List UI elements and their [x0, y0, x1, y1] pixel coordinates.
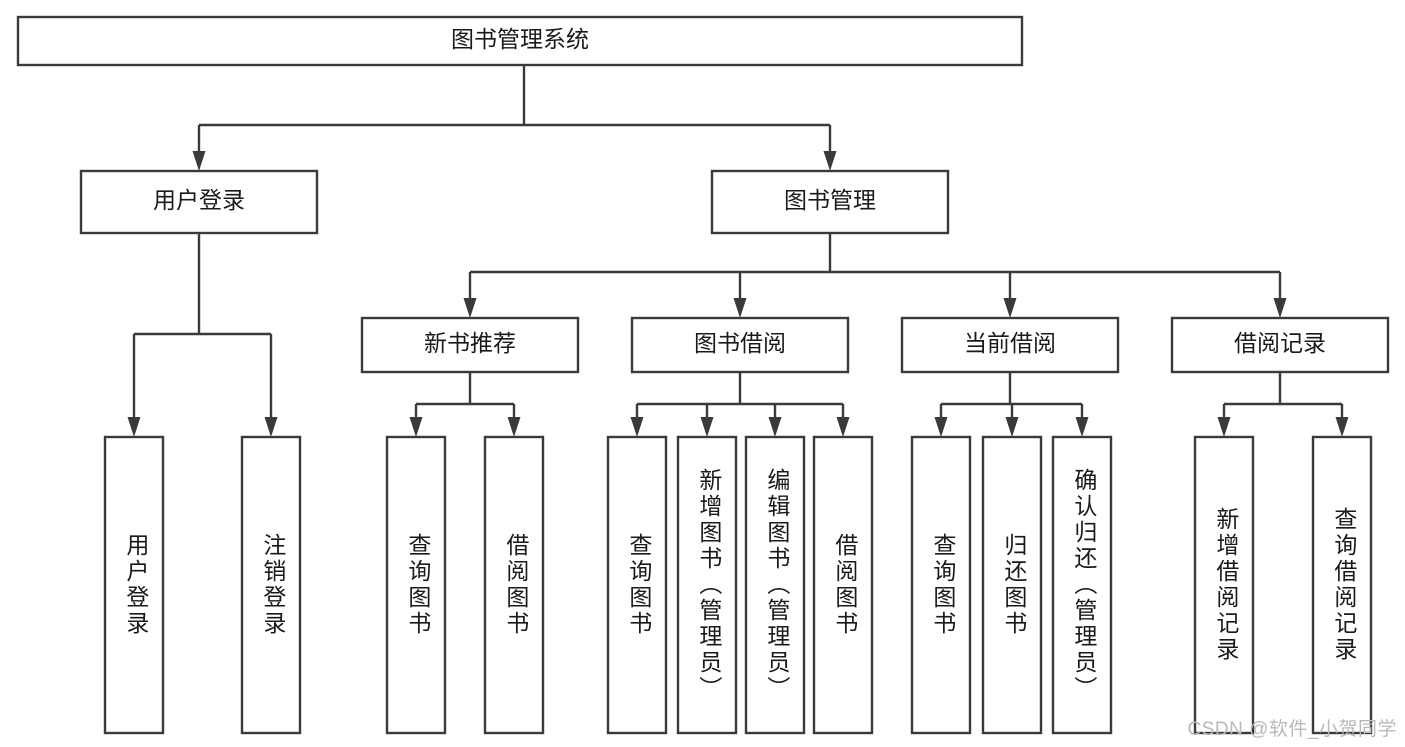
node-label-book-borrow: 图书借阅 [694, 330, 786, 356]
node-label-leaf-query-book-recommend: 查询图书 [405, 533, 432, 637]
connector-current-borrow-bus [934, 372, 1089, 437]
node-leaf-edit-book-admin[interactable]: 编辑图书（管理员） [744, 435, 806, 735]
node-leaf-borrow-book[interactable]: 借阅图书 [812, 435, 874, 735]
node-box-leaf-query-book-recommend [385, 435, 447, 735]
node-box-leaf-add-borrow-record [1193, 435, 1255, 735]
node-label-leaf-confirm-return-admin: 确认归还（管理员） [1071, 468, 1098, 702]
node-box-leaf-logout [240, 435, 302, 735]
node-box-new-book-recommend [360, 316, 580, 374]
node-label-current-borrow: 当前借阅 [964, 330, 1056, 356]
connector-borrow-record-bus [1217, 372, 1349, 437]
node-leaf-borrow-book-recommend[interactable]: 借阅图书 [483, 435, 545, 735]
node-leaf-query-borrow-record[interactable]: 查询借阅记录 [1311, 435, 1373, 735]
node-label-new-book-recommend: 新书推荐 [424, 330, 516, 356]
node-box-user-login [79, 169, 319, 235]
node-box-leaf-confirm-return-admin [1051, 435, 1113, 735]
node-label-leaf-add-book-admin: 新增图书（管理员） [696, 468, 723, 702]
connector-book-borrow-bus [630, 372, 850, 437]
node-label-leaf-borrow-book: 借阅图书 [832, 533, 859, 637]
node-box-leaf-query-book-borrow [606, 435, 668, 735]
node-leaf-confirm-return-admin[interactable]: 确认归还（管理员） [1051, 435, 1113, 735]
node-leaf-query-book-current[interactable]: 查询图书 [910, 435, 972, 735]
node-leaf-add-book-admin[interactable]: 新增图书（管理员） [676, 435, 738, 735]
node-box-leaf-query-borrow-record [1311, 435, 1373, 735]
connector-user-login-bus [127, 233, 278, 437]
node-book-management[interactable]: 图书管理 [710, 169, 950, 235]
node-book-borrow[interactable]: 图书借阅 [630, 316, 850, 374]
node-leaf-logout[interactable]: 注销登录 [240, 435, 302, 735]
node-layer: 图书管理系统用户登录图书管理新书推荐图书借阅当前借阅借阅记录用户登录注销登录查询… [16, 15, 1390, 735]
node-box-root [16, 15, 1024, 67]
node-box-leaf-edit-book-admin [744, 435, 806, 735]
node-label-borrow-record: 借阅记录 [1234, 330, 1326, 356]
node-label-user-login: 用户登录 [153, 187, 245, 213]
node-leaf-user-login[interactable]: 用户登录 [103, 435, 165, 735]
node-label-leaf-query-book-current: 查询图书 [930, 533, 957, 637]
node-leaf-query-book-recommend[interactable]: 查询图书 [385, 435, 447, 735]
node-label-leaf-query-borrow-record: 查询借阅记录 [1331, 507, 1358, 663]
node-box-leaf-borrow-book-recommend [483, 435, 545, 735]
node-label-root: 图书管理系统 [451, 26, 589, 52]
node-user-login[interactable]: 用户登录 [79, 169, 319, 235]
node-box-leaf-user-login [103, 435, 165, 735]
node-label-book-management: 图书管理 [784, 187, 876, 213]
connector-new-book-recommend-bus [409, 372, 521, 437]
node-leaf-add-borrow-record[interactable]: 新增借阅记录 [1193, 435, 1255, 735]
node-box-leaf-query-book-current [910, 435, 972, 735]
node-label-leaf-add-borrow-record: 新增借阅记录 [1213, 507, 1240, 663]
node-leaf-return-book[interactable]: 归还图书 [981, 435, 1043, 735]
node-label-leaf-user-login: 用户登录 [123, 533, 150, 637]
node-label-leaf-return-book: 归还图书 [1001, 533, 1028, 637]
connector-root-bus [192, 65, 837, 171]
node-borrow-record[interactable]: 借阅记录 [1170, 316, 1390, 374]
node-box-borrow-record [1170, 316, 1390, 374]
node-box-book-borrow [630, 316, 850, 374]
node-root[interactable]: 图书管理系统 [16, 15, 1024, 67]
node-box-leaf-borrow-book [812, 435, 874, 735]
node-label-leaf-edit-book-admin: 编辑图书（管理员） [764, 468, 791, 702]
node-label-leaf-logout: 注销登录 [260, 533, 287, 637]
node-box-book-management [710, 169, 950, 235]
node-new-book-recommend[interactable]: 新书推荐 [360, 316, 580, 374]
node-box-leaf-add-book-admin [676, 435, 738, 735]
node-box-leaf-return-book [981, 435, 1043, 735]
connector-layer [127, 65, 1349, 437]
node-leaf-query-book-borrow[interactable]: 查询图书 [606, 435, 668, 735]
connector-book-management-bus [463, 233, 1287, 318]
node-box-current-borrow [900, 316, 1120, 374]
node-label-leaf-query-book-borrow: 查询图书 [626, 533, 653, 637]
node-label-leaf-borrow-book-recommend: 借阅图书 [503, 533, 530, 637]
node-current-borrow[interactable]: 当前借阅 [900, 316, 1120, 374]
